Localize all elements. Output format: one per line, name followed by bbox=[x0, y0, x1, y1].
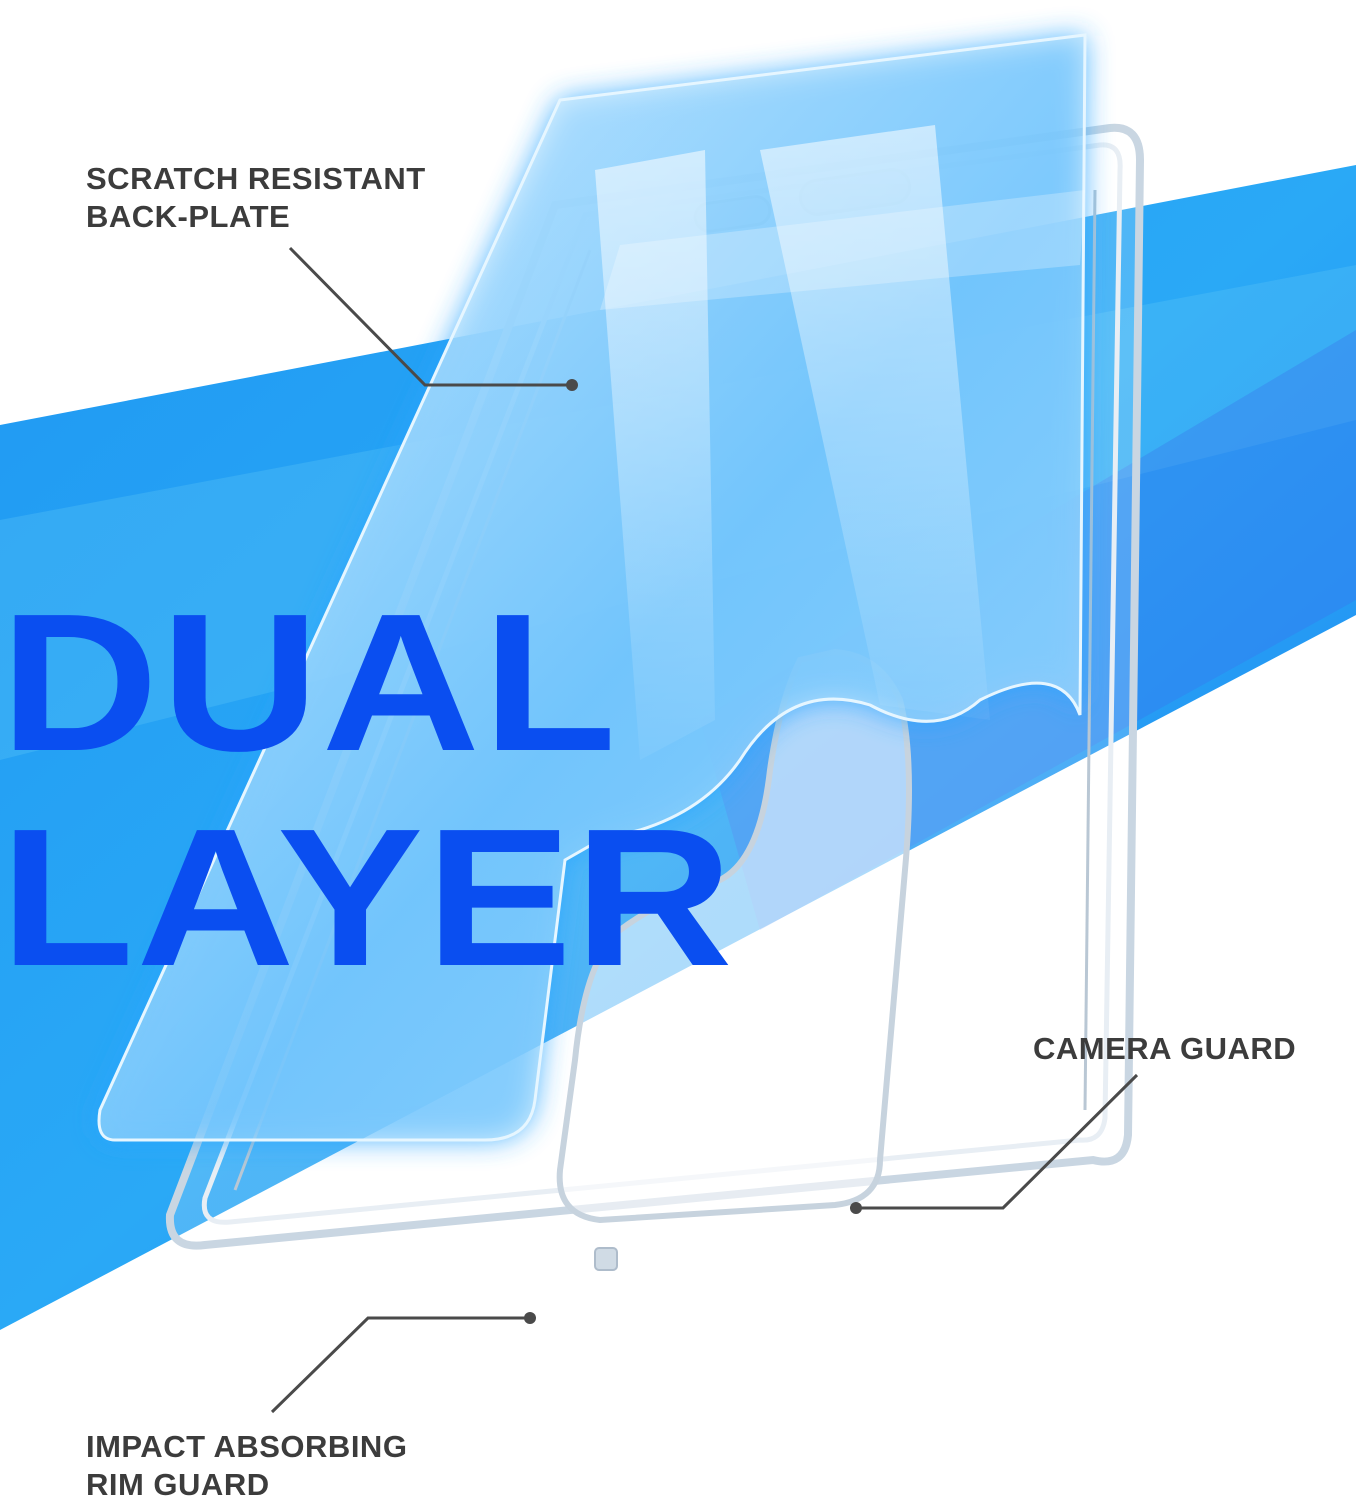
headline-line-2: LAYER bbox=[0, 788, 736, 1007]
rim-guard-callout-line-2: RIM GUARD bbox=[86, 1467, 270, 1500]
camera-guard-callout: CAMERA GUARD bbox=[1033, 1030, 1296, 1068]
headline-line-1: DUAL bbox=[0, 573, 619, 792]
rim-guard-callout-line-1: IMPACT ABSORBING bbox=[86, 1429, 408, 1464]
backplate-callout: SCRATCH RESISTANT BACK-PLATE bbox=[86, 160, 426, 236]
plate-light-ray bbox=[760, 125, 990, 720]
plate-light-ray bbox=[595, 150, 715, 760]
camera-guard-callout-line-1: CAMERA GUARD bbox=[1033, 1031, 1297, 1066]
backplate-callout-line-2: BACK-PLATE bbox=[86, 199, 291, 234]
backplate-callout-line-1: SCRATCH RESISTANT bbox=[86, 161, 426, 196]
rim-guard-callout: IMPACT ABSORBING RIM GUARD bbox=[86, 1428, 407, 1500]
camera-cutout bbox=[556, 648, 912, 1224]
